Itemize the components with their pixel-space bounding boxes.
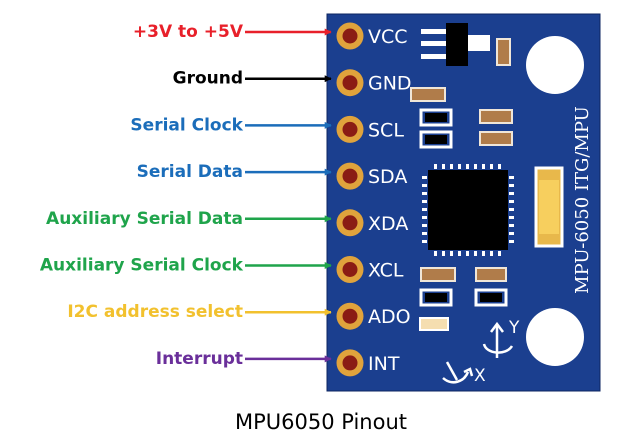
axis-y-icon: [482, 321, 514, 358]
pin-hole-gnd: [342, 75, 358, 91]
board-pin-gnd: GND: [368, 73, 412, 95]
mounting-hole-top: [526, 36, 584, 94]
board-pin-ado: ADO: [368, 306, 411, 328]
pin-label-int: Interrupt: [156, 349, 243, 369]
pin-hole-xcl: [342, 262, 358, 277]
chip-label: MPU-6050 ITG/MPU: [572, 106, 593, 294]
pin-label-ado: I2C address select: [67, 302, 243, 322]
pin-label-xcl: Auxiliary Serial Clock: [40, 256, 244, 276]
pin-hole-sda: [342, 168, 358, 184]
pin-hole-xda: [342, 215, 358, 231]
board-pin-int: INT: [368, 353, 400, 375]
sensor-chip: [422, 164, 514, 256]
board-pin-scl: SCL: [368, 119, 404, 141]
capacitor: [534, 166, 564, 248]
smd-components: [410, 38, 513, 331]
board-pin-xcl: XCL: [368, 260, 404, 282]
voltage-regulator: [421, 23, 490, 66]
pin-label-scl: Serial Clock: [130, 115, 243, 135]
pin-label-xda: Auxiliary Serial Data: [46, 209, 243, 229]
pin-label-gnd: Ground: [173, 69, 243, 89]
pin-hole-ado: [342, 308, 358, 324]
axis-y-label: Y: [508, 318, 520, 338]
pin-hole-int: [342, 355, 358, 371]
pinout-diagram: MPU-6050 ITG/MPU X Y VCC +3V to +5V GND Gro…: [40, 13, 601, 392]
pin-label-vcc: +3V to +5V: [133, 22, 244, 42]
mounting-hole-bottom: [526, 308, 584, 366]
board-pin-xda: XDA: [368, 213, 408, 235]
pin-hole-vcc: [342, 28, 358, 44]
board-pin-vcc: VCC: [368, 26, 408, 48]
pin-hole-scl: [342, 121, 358, 137]
board-pin-sda: SDA: [368, 166, 407, 188]
diagram-caption: MPU6050 Pinout: [234, 410, 407, 434]
axis-x-icon: [442, 361, 474, 384]
axis-x-label: X: [474, 366, 486, 386]
pin-label-sda: Serial Data: [137, 162, 243, 182]
